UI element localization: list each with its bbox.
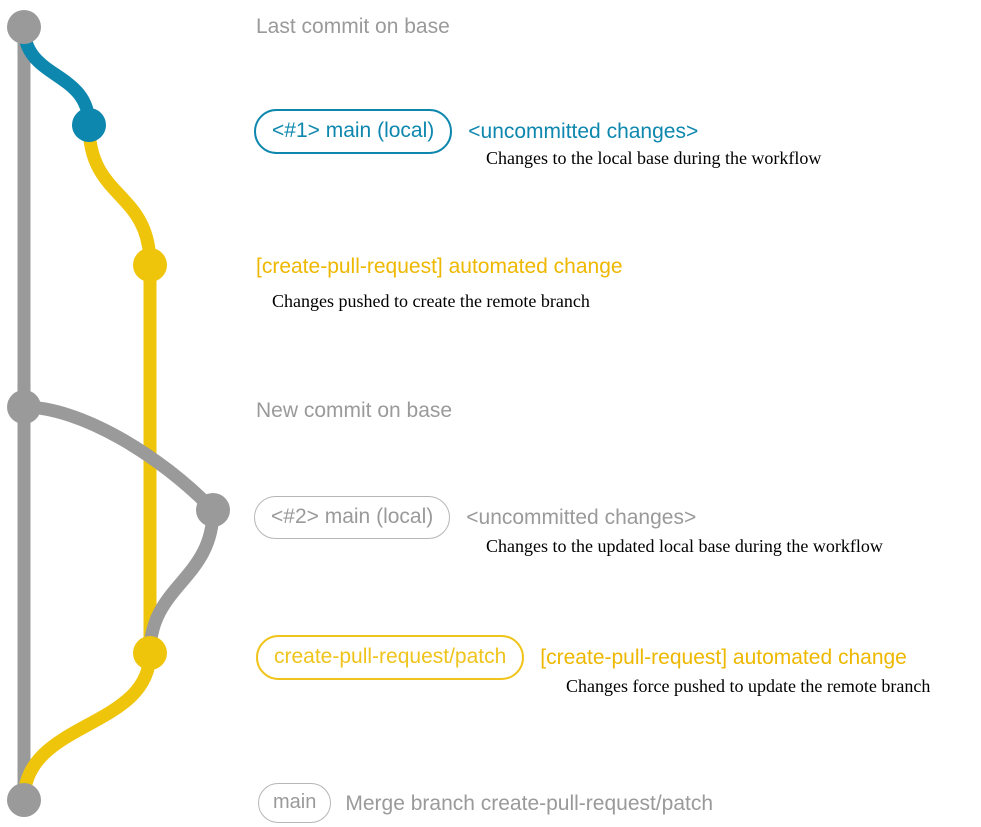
headline-uncommitted-changes-2: <uncommitted changes>	[466, 506, 697, 529]
row-merge: main Merge branch create-pull-request/pa…	[258, 783, 713, 823]
branch-pill-main-local-2[interactable]: <#2> main (local)	[254, 496, 451, 539]
description-automated-2: Changes force pushed to update the remot…	[566, 676, 931, 696]
graph-node-base-top[interactable]	[7, 10, 41, 44]
headline-automated-change-2: [create-pull-request] automated change	[540, 646, 907, 669]
graph-edge-base-to-local1	[17, 20, 96, 132]
description-local-1: Changes to the local base during the wor…	[486, 148, 822, 168]
description-local-2: Changes to the updated local base during…	[486, 536, 883, 556]
headline-automated-change-1: [create-pull-request] automated change	[256, 255, 623, 278]
description-automated-1: Changes pushed to create the remote bran…	[272, 291, 590, 311]
graph-edge-basenew-to-local2	[17, 400, 220, 517]
row-local-1: <#1> main (local) <uncommitted changes>	[254, 109, 698, 154]
graph-node-automated-2[interactable]	[133, 636, 167, 670]
graph-node-base-new[interactable]	[7, 390, 41, 424]
branch-pill-main-local-1[interactable]: <#1> main (local)	[254, 109, 453, 154]
caption-last-commit-on-base: Last commit on base	[256, 15, 450, 38]
graph-edge-local2-to-automated2	[143, 503, 220, 660]
caption-new-commit-on-base: New commit on base	[256, 399, 453, 422]
branch-pill-main[interactable]: main	[258, 783, 332, 823]
headline-merge-branch: Merge branch create-pull-request/patch	[345, 791, 714, 815]
graph-node-automated-1[interactable]	[133, 248, 167, 282]
headline-uncommitted-changes-1: <uncommitted changes>	[468, 120, 699, 143]
row-automated-1: [create-pull-request] automated change	[256, 256, 623, 277]
row-local-2: <#2> main (local) <uncommitted changes>	[254, 496, 696, 539]
graph-edge-local1-to-automated1	[82, 118, 157, 272]
row-automated-2: create-pull-request/patch [create-pull-r…	[256, 635, 907, 680]
branch-pill-create-pull-request-patch[interactable]: create-pull-request/patch	[256, 635, 525, 680]
graph-node-local-1[interactable]	[72, 108, 106, 142]
graph-node-merge-commit[interactable]	[7, 783, 41, 817]
graph-edge-automated2-to-merge	[17, 646, 157, 807]
graph-node-local-2[interactable]	[196, 493, 230, 527]
